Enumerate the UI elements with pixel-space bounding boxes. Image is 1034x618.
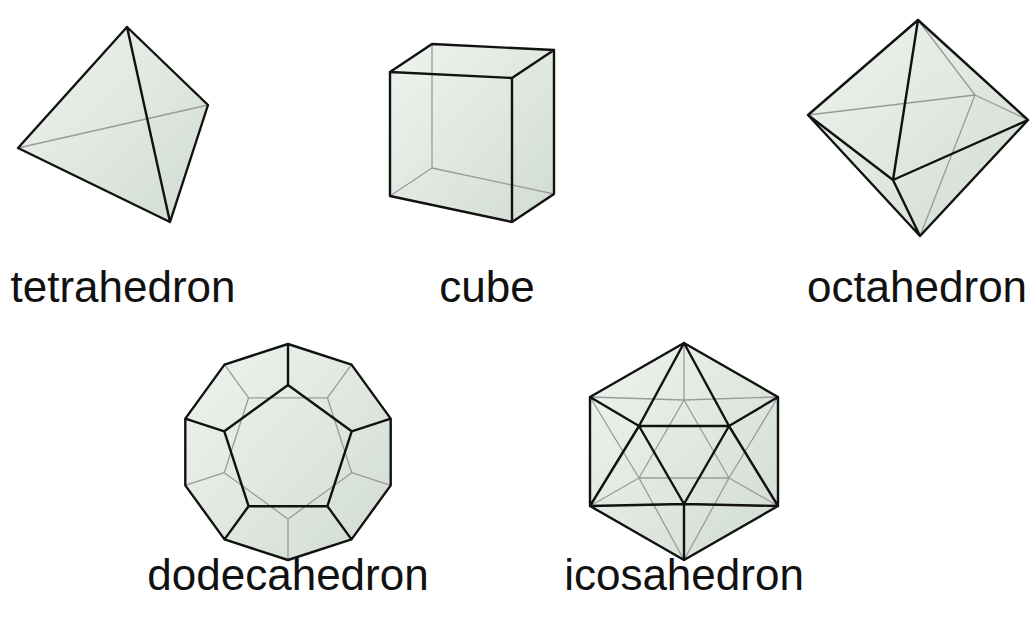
tetrahedron-figure	[18, 27, 208, 222]
dodecahedron-figure	[185, 344, 390, 560]
solid-name: icosahedron	[564, 553, 804, 597]
solid-edge	[390, 44, 554, 222]
solid-edge	[590, 343, 778, 560]
solid-name: dodecahedron	[147, 553, 428, 597]
solid-name: octahedron	[807, 265, 1027, 309]
cube-figure	[390, 44, 554, 222]
hidden-edge	[18, 105, 208, 148]
solid-edge	[808, 20, 1028, 236]
solid-face	[808, 20, 1028, 236]
hidden-edge	[808, 20, 1028, 236]
solid-face	[185, 344, 390, 560]
octahedron-figure	[808, 20, 1028, 236]
hidden-edge	[185, 365, 390, 560]
solid-edge	[185, 344, 390, 560]
solid-face	[18, 27, 208, 222]
icosahedron-figure	[590, 343, 778, 560]
solid-face	[590, 343, 778, 560]
solid-name: tetrahedron	[10, 265, 235, 309]
solid-name: cube	[439, 265, 534, 309]
hidden-edge	[590, 343, 778, 560]
solid-face	[390, 44, 554, 222]
solid-edge	[18, 27, 208, 222]
